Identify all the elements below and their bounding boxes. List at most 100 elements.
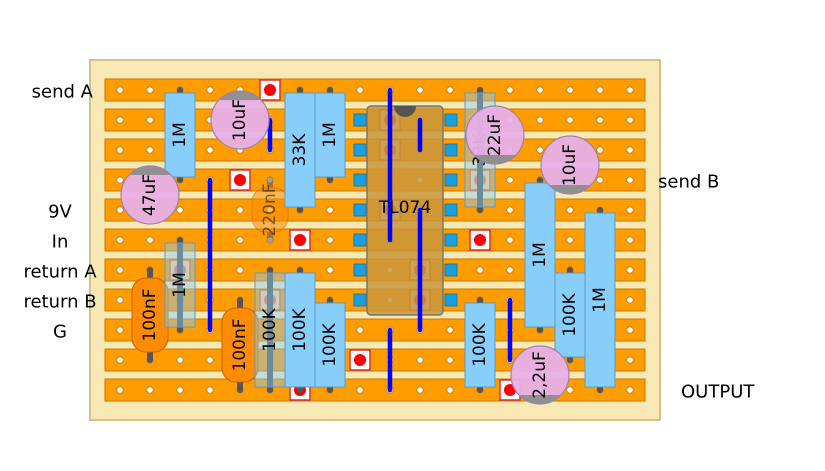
electrolytic-capacitor: 47uF (120, 165, 180, 225)
resistor-label: 100K (260, 307, 280, 351)
polarity-stripe (511, 395, 569, 404)
electrolytic-capacitor-body (466, 106, 524, 164)
ic-pin (444, 113, 458, 127)
electrolytic-capacitor-label: 47uF (140, 174, 160, 216)
hole (326, 266, 334, 274)
ic-pin (353, 143, 367, 157)
ic-pin (353, 293, 367, 307)
polarity-stripe (541, 185, 599, 194)
resistor-body (164, 242, 196, 328)
resistor-label: 1M (530, 242, 550, 267)
track-cut-dot (264, 84, 276, 96)
resistor-label: 100K (320, 322, 340, 366)
hole (236, 206, 244, 214)
ic-pin (444, 263, 458, 277)
resistor-body (464, 302, 496, 388)
polarity-stripe (466, 155, 524, 164)
hole (626, 206, 634, 214)
hole (116, 176, 124, 184)
resistor-body (314, 302, 346, 388)
hole (506, 86, 514, 94)
electrolytic-capacitor-outline (540, 135, 600, 195)
film-capacitor-body (131, 277, 169, 353)
resistor-label: 100K (470, 322, 490, 366)
resistor: 100K (254, 267, 286, 393)
connection-label-left: 9V (48, 202, 72, 223)
resistor: 33K (284, 87, 316, 213)
resistor-label: 100K (560, 292, 580, 336)
ic-pin (353, 263, 367, 277)
electrolytic-capacitor: 2,2uF (510, 345, 570, 405)
resistor: 1M (314, 87, 346, 183)
hole (626, 356, 634, 364)
ic-notch-icon (394, 106, 416, 117)
resistor-body (284, 272, 316, 388)
electrolytic-capacitor-outline (465, 105, 525, 165)
track-cut-dot (474, 234, 486, 246)
hole (626, 146, 634, 154)
resistor-body (314, 92, 346, 178)
hole (116, 116, 124, 124)
hole (596, 176, 604, 184)
resistor-body (554, 272, 586, 358)
ic-group (353, 105, 458, 316)
resistor-label: 1M (170, 272, 190, 297)
hole (326, 206, 334, 214)
connection-label-left: In (52, 232, 69, 253)
components: 220nF100nF100nF1M33K1M33K1M1M100K100K100… (120, 87, 616, 405)
hole (146, 86, 154, 94)
connection-label-right: OUTPUT (681, 382, 755, 403)
hole (566, 236, 574, 244)
hole (416, 356, 424, 364)
track-cut-dot (234, 174, 246, 186)
film-capacitor-body (251, 187, 289, 233)
film-capacitor-label: 220nF (260, 183, 280, 236)
hole (566, 86, 574, 94)
hole (116, 146, 124, 154)
ic-label: TL074 (378, 198, 431, 218)
hole (116, 206, 124, 214)
hole (146, 116, 154, 124)
resistor-body (584, 212, 616, 388)
hole (116, 356, 124, 364)
hole (116, 236, 124, 244)
hole (506, 206, 514, 214)
electrolytic-capacitor-body (511, 346, 569, 404)
resistor-body (164, 92, 196, 178)
connection-label-left: G (53, 322, 67, 343)
ic-pin (444, 293, 458, 307)
electrolytic-capacitor: 10uF (210, 90, 270, 150)
electrolytic-capacitor-body (541, 136, 599, 194)
polarity-stripe (211, 91, 269, 100)
hole (116, 386, 124, 394)
film-capacitor: 220nF (251, 177, 289, 243)
resistor-label: 1M (590, 287, 610, 312)
electrolytic-capacitor-outline (510, 345, 570, 405)
film-capacitor-label: 100nF (230, 318, 250, 371)
hole (416, 86, 424, 94)
hole (356, 386, 364, 394)
ic-pin (353, 203, 367, 217)
film-capacitor-label: 100nF (140, 288, 160, 341)
resistor-label: 1M (170, 122, 190, 147)
hole (206, 146, 214, 154)
hole (116, 296, 124, 304)
hole (446, 326, 454, 334)
track-cut-dot (294, 234, 306, 246)
resistor: 1M (164, 87, 196, 183)
electrolytic-capacitor-label: 10uF (230, 99, 250, 141)
resistor-body (524, 182, 556, 328)
hole (176, 206, 184, 214)
resistor: 1M (164, 237, 196, 333)
hole (446, 386, 454, 394)
polarity-stripe (121, 166, 179, 175)
hole (416, 386, 424, 394)
hole (146, 386, 154, 394)
hole (536, 86, 544, 94)
hole (206, 356, 214, 364)
hole (236, 266, 244, 274)
hole (506, 236, 514, 244)
resistor-label: 100K (290, 307, 310, 351)
